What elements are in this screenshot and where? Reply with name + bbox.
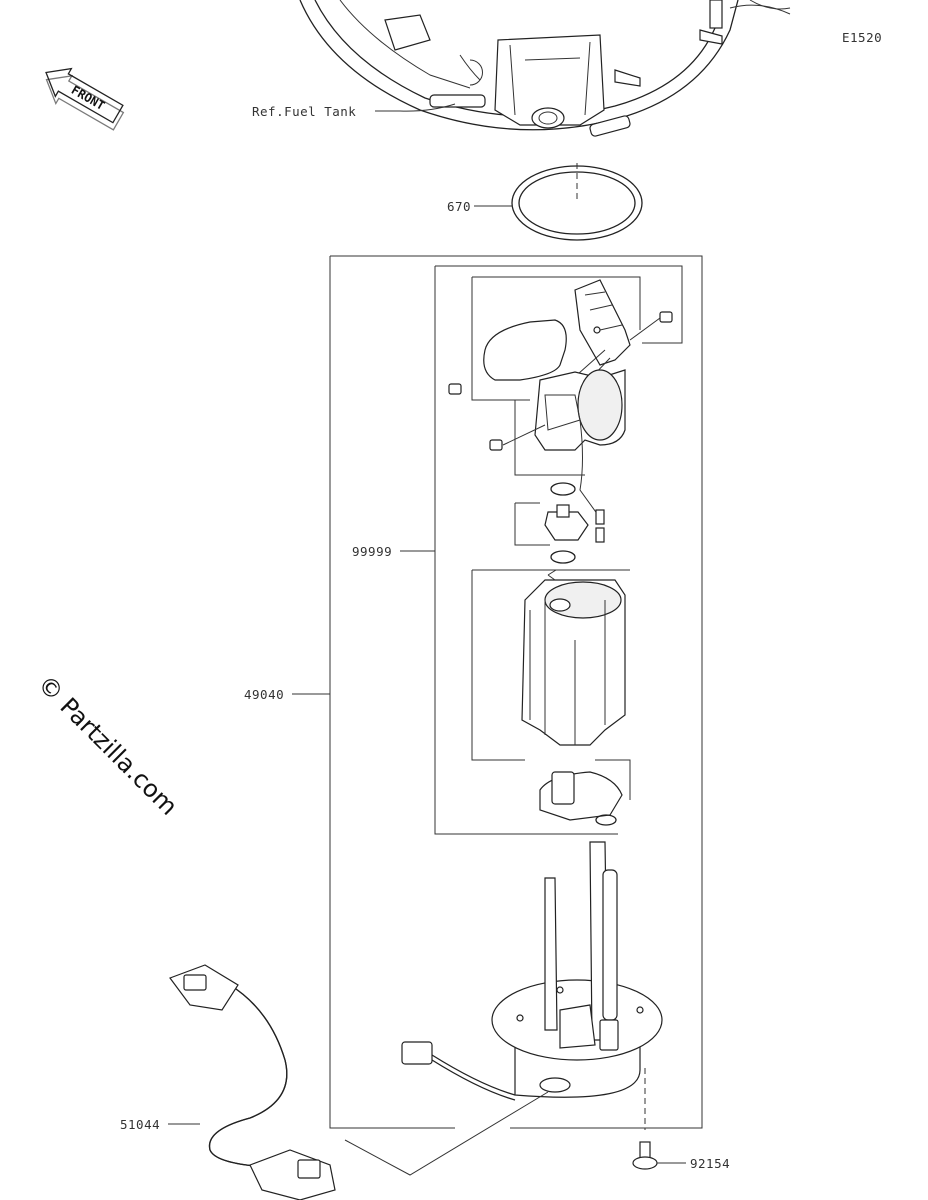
pump-flange: [491, 841, 663, 1098]
front-arrow-icon: FRONT: [45, 67, 125, 131]
harness-51044: [169, 964, 336, 1200]
pump-regulator: [534, 369, 626, 516]
nut: [489, 439, 503, 451]
label-92154: 92154: [690, 1156, 731, 1171]
diagram-code: E1520: [842, 30, 883, 45]
nut: [659, 311, 673, 323]
filter-joint: [544, 482, 605, 564]
label-51044: 51044: [120, 1117, 161, 1132]
bolt-92154: [632, 1141, 658, 1170]
label-670: 670: [447, 199, 472, 214]
fuel-tank-ref: [299, 0, 791, 137]
label-ref-fuel-tank: Ref.Fuel Tank: [252, 104, 357, 119]
pump-filter-cap: [539, 771, 623, 826]
label-49040: 49040: [244, 687, 285, 702]
nut: [448, 383, 462, 395]
label-99999: 99999: [352, 544, 393, 559]
fuel-pump: [521, 569, 626, 746]
pump-wire-lead: [401, 1041, 571, 1101]
fuel-level-sender: [483, 279, 631, 396]
